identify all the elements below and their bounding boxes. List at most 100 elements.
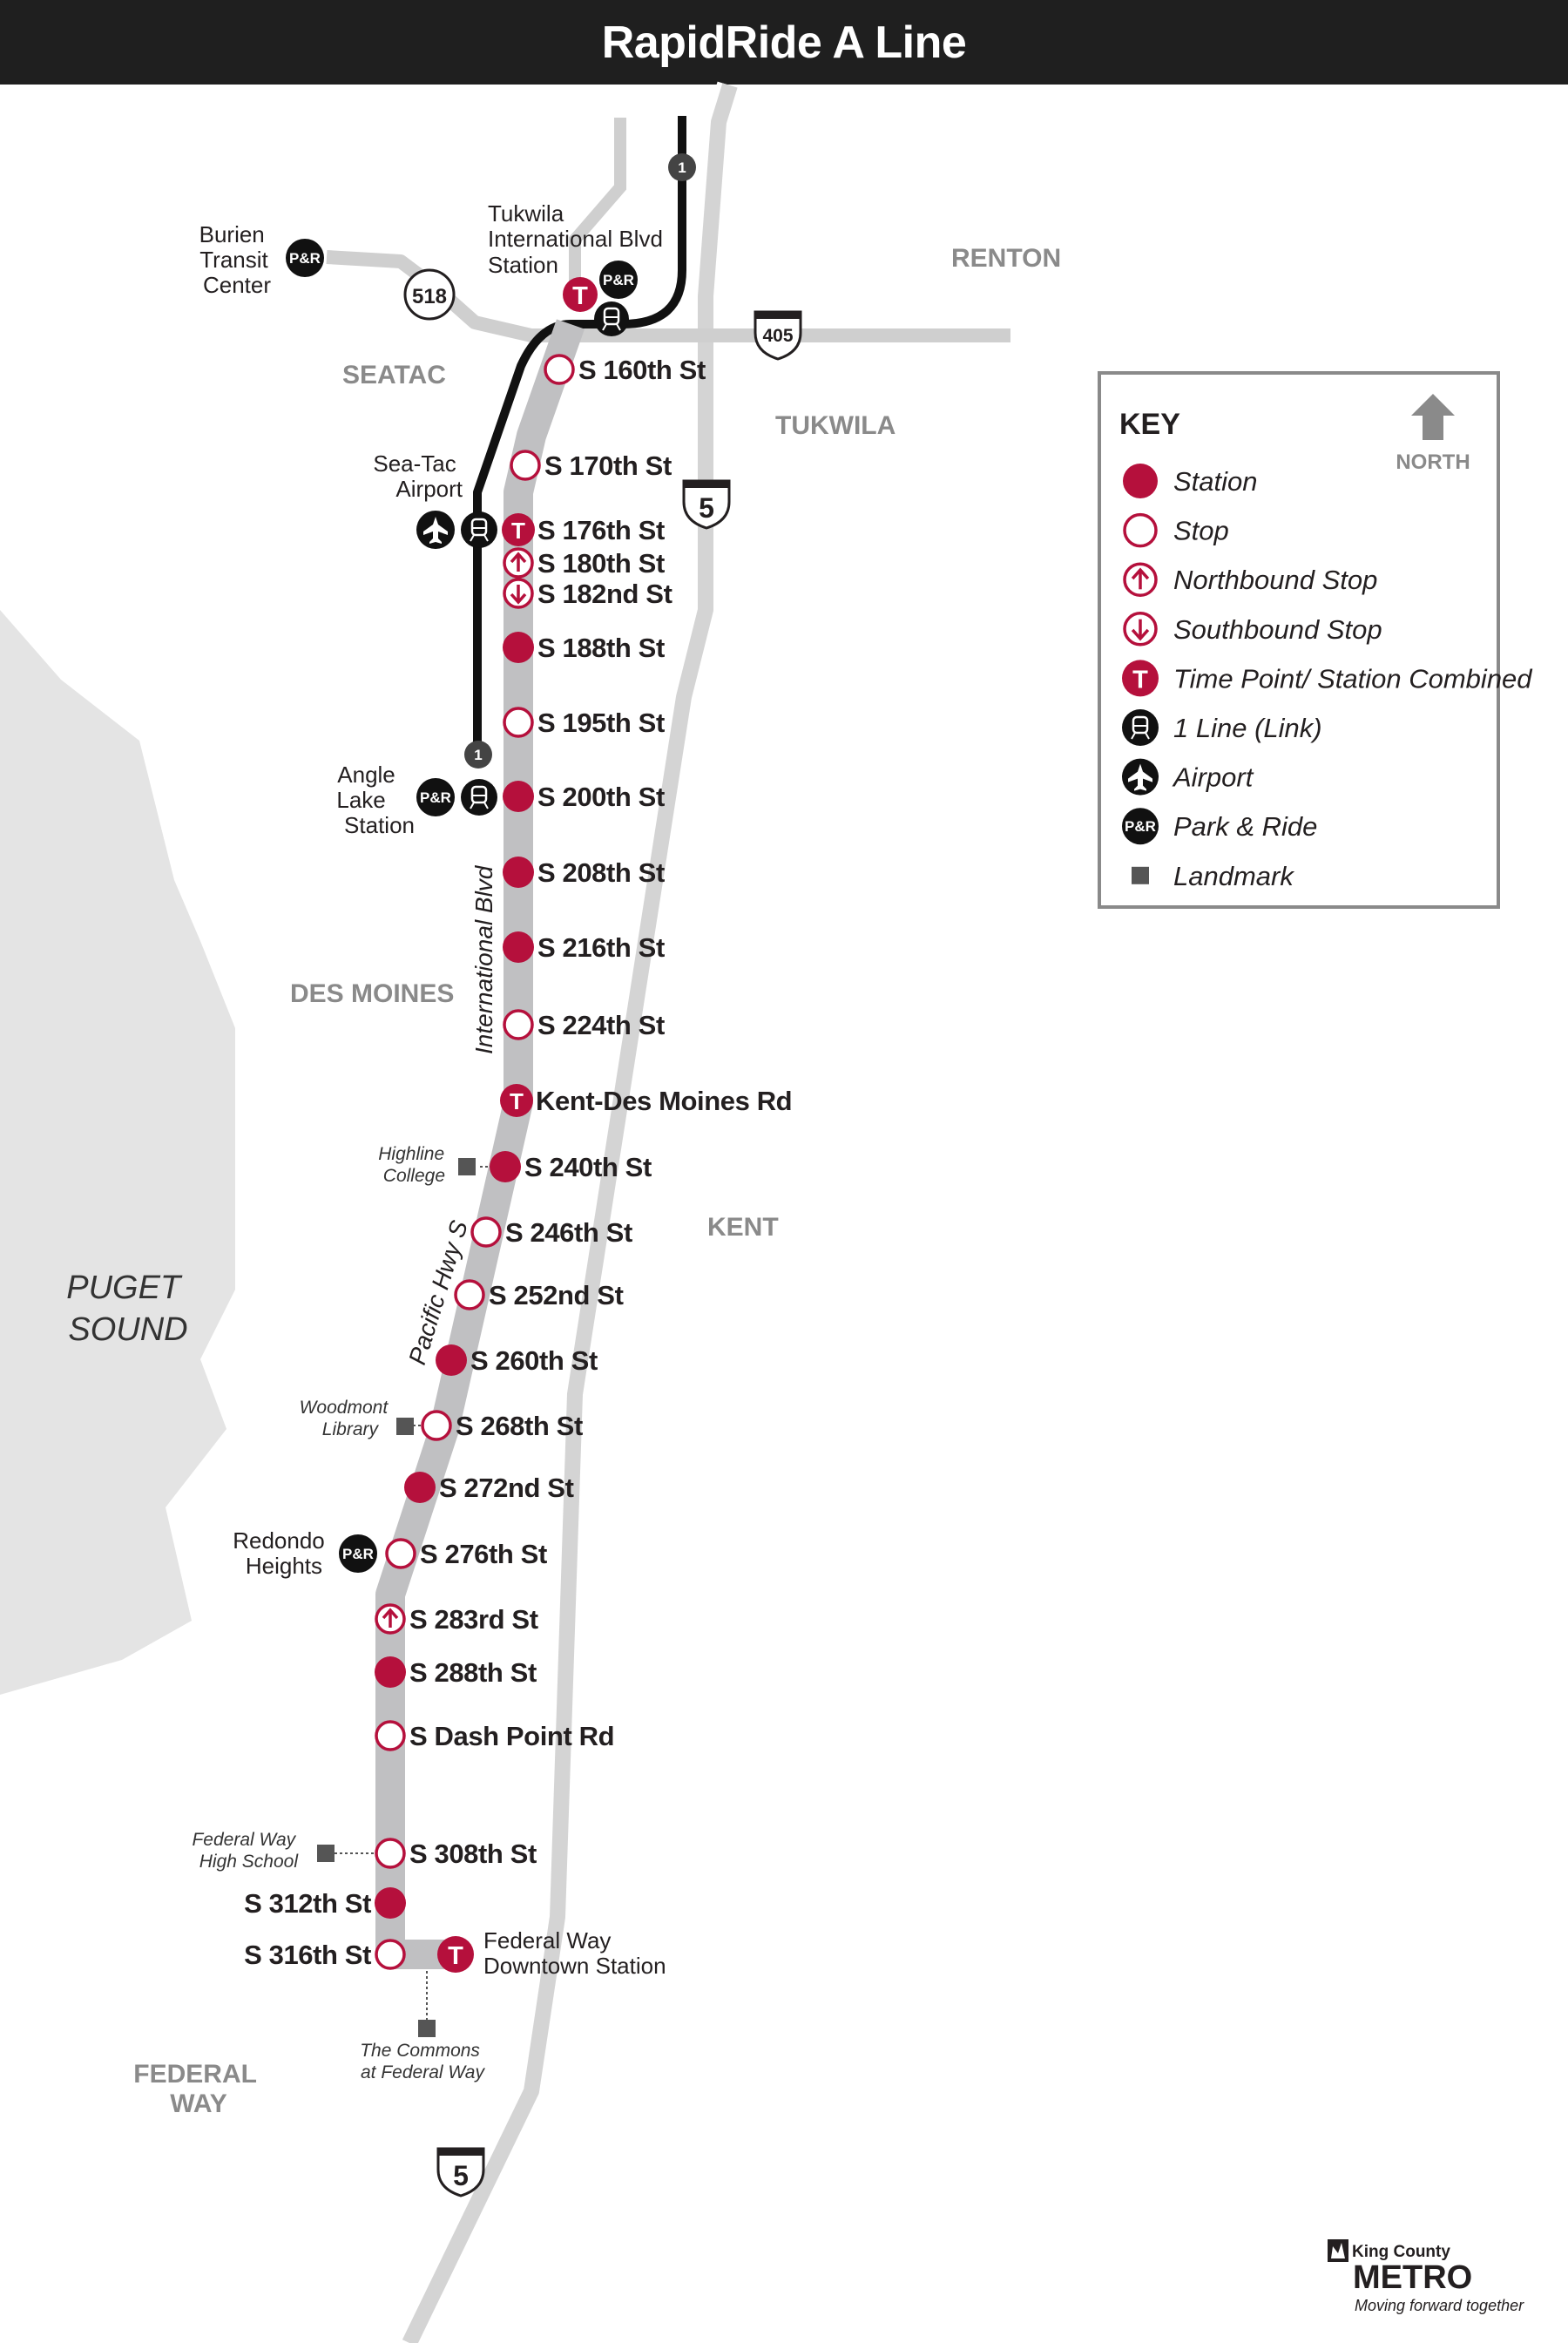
key-item-link: 1 Line (Link) [1122, 709, 1322, 746]
king-county-crown-icon [1328, 2239, 1348, 2262]
i5-shield-south-outline [436, 2147, 485, 2197]
i5-road-casing [397, 81, 743, 2343]
area-label-puget-sound: PUGET SOUND [66, 1270, 189, 1348]
tukwila-park-ride-icon: P&R [599, 261, 638, 299]
king-county-metro-logo: King County METRO Moving forward togethe… [1328, 2239, 1524, 2314]
seatac-train-leg-right [483, 534, 489, 542]
stop-s-216th-st: S 216th St [503, 931, 665, 963]
stop-s-188th-st-label: S 188th St [537, 633, 665, 663]
i5-shield-north-bar [684, 481, 729, 488]
stop-s-283rd-st: S 283rd St [375, 1603, 538, 1635]
stop-s-246th-st-stop-ring [470, 1216, 502, 1248]
stop-s-260th-st-label: S 260th St [470, 1345, 598, 1376]
key-item-southbound-icon-southbound-arrow-head [1131, 628, 1150, 641]
tukwila-timepoint-marker: T [563, 277, 598, 312]
area-label-kent: KENT [707, 1213, 779, 1242]
stop-s-252nd-st: S 252nd St [454, 1279, 624, 1310]
stop-s-308th-st-stop-ring [375, 1838, 406, 1869]
place-label-burien-line-2: Transit [199, 247, 268, 273]
key-item-link-icon-leg-right [1145, 732, 1150, 740]
sr518-shield-label: 518 [412, 285, 447, 308]
key-item-airport: Airport [1122, 758, 1254, 796]
landmark-highline-marker [458, 1158, 476, 1175]
i5-shield-north: 5 [682, 479, 731, 530]
i405-shield-outline [754, 310, 802, 361]
place-label-tukwila-station: Tukwila International Blvd Station [488, 200, 669, 278]
place-label-tukwila-station-line-1: Tukwila [488, 200, 564, 227]
landmark-commons-line-1: The Commons [360, 2041, 480, 2061]
landmark-fwhs-line-1: Federal Way [192, 1830, 296, 1850]
landmark-woodmont-marker [396, 1418, 414, 1435]
crown-icon-mark [1331, 2243, 1345, 2258]
place-label-seatac-airport-line-1: Sea-Tac [373, 450, 456, 477]
landmark-commons-marker [418, 2020, 436, 2037]
stop-s-182nd-st-southbound-arrow-head [510, 593, 527, 605]
stop-s-288th-st-label: S 288th St [409, 1657, 537, 1688]
key-item-southbound-label: Southbound Stop [1173, 614, 1382, 645]
area-label-puget-sound-line-1: PUGET [66, 1270, 183, 1306]
stop-s-208th-st: S 208th St [503, 857, 665, 888]
stop-s-316th-st: S 316th St [244, 1939, 406, 1970]
link-line-badge-south: 1 [464, 741, 492, 769]
tukwila-train-leg-right [616, 323, 621, 331]
stop-s-268th-st: S 268th St [421, 1410, 583, 1441]
area-label-seatac: SEATAC [342, 361, 446, 389]
area-label-federal-way: FEDERAL WAY [133, 2060, 263, 2118]
place-label-seatac-airport-line-2: Airport [395, 476, 463, 502]
stop-s-272nd-st: S 272nd St [404, 1472, 574, 1503]
key-item-park-ride-icon-label: P&R [1125, 818, 1156, 835]
federal-way-timepoint-label: T [448, 1942, 463, 1970]
federal-way-timepoint-circle [437, 1936, 474, 1973]
place-label-federal-way-downtown-line-2: Downtown Station [483, 1953, 666, 1979]
road-north [569, 118, 626, 288]
stop-s-240th-st-label: S 240th St [524, 1152, 652, 1182]
stop-s-dash-point-rd-stop-ring [375, 1720, 406, 1751]
landmark-commons-line-2: at Federal Way [361, 2062, 486, 2082]
stop-s-276th-st: S 276th St [385, 1538, 547, 1569]
i405-shield-bar [755, 312, 801, 319]
key-item-link-icon-leg-left [1131, 732, 1136, 740]
brand-org: King County [1352, 2243, 1450, 2261]
landmark-fwhs-marker [317, 1845, 335, 1862]
stop-s-308th-st-label: S 308th St [409, 1839, 537, 1869]
stop-s-272nd-st-station-dot [404, 1472, 436, 1503]
stop-s-180th-st-northbound-arrow-head [510, 552, 527, 564]
landmark-highline-label: Highline College [378, 1144, 449, 1186]
place-label-angle-lake-line-2: Lake [336, 787, 385, 813]
north-arrow-label: NORTH [1396, 450, 1470, 474]
stop-s-272nd-st-label: S 272nd St [439, 1473, 574, 1503]
stop-s-316th-st-label: S 316th St [244, 1940, 371, 1970]
puget-sound-area [0, 610, 235, 1695]
place-label-federal-way-downtown: Federal Way Downtown Station [483, 1927, 666, 1979]
key-item-stop-label: Stop [1173, 516, 1229, 546]
redondo-park-ride-icon: P&R [339, 1534, 377, 1573]
stop-s-283rd-st-label: S 283rd St [409, 1604, 538, 1635]
angle-lake-park-ride-icon: P&R [416, 778, 455, 816]
crown-icon-block [1328, 2239, 1348, 2262]
seatac-train-leg-left [470, 534, 475, 542]
tukwila-train-circle [594, 301, 629, 336]
landmark-woodmont-line-1: Woodmont [300, 1398, 389, 1418]
stop-s-dash-point-rd: S Dash Point Rd [375, 1720, 615, 1751]
place-label-angle-lake: Angle Lake Station [336, 762, 415, 838]
key-item-northbound-label: Northbound Stop [1173, 565, 1377, 595]
stop-s-276th-st-stop-ring [385, 1538, 416, 1569]
stop-s-260th-st-station-dot [436, 1344, 467, 1376]
map-key-heading: KEY [1119, 408, 1180, 441]
landmark-woodmont-label: Woodmont Library [300, 1398, 393, 1439]
stop-s-216th-st-label: S 216th St [537, 932, 665, 963]
key-item-station-icon-station-dot [1123, 464, 1158, 498]
key-item-link-label: 1 Line (Link) [1173, 713, 1322, 743]
seatac-airport-icon [416, 511, 455, 549]
area-label-tukwila: TUKWILA [775, 411, 896, 440]
stop-s-240th-st-station-dot [490, 1151, 521, 1182]
place-label-angle-lake-line-3: Station [344, 812, 415, 838]
stop-s-252nd-st-stop-ring [454, 1279, 485, 1310]
stop-s-200th-st-label: S 200th St [537, 782, 665, 812]
key-item-stop: Stop [1123, 512, 1229, 548]
tukwila-park-ride-label: P&R [603, 272, 634, 288]
road-label-international-blvd: International Blvd [470, 864, 497, 1054]
place-label-redondo-line-2: Heights [246, 1553, 322, 1579]
